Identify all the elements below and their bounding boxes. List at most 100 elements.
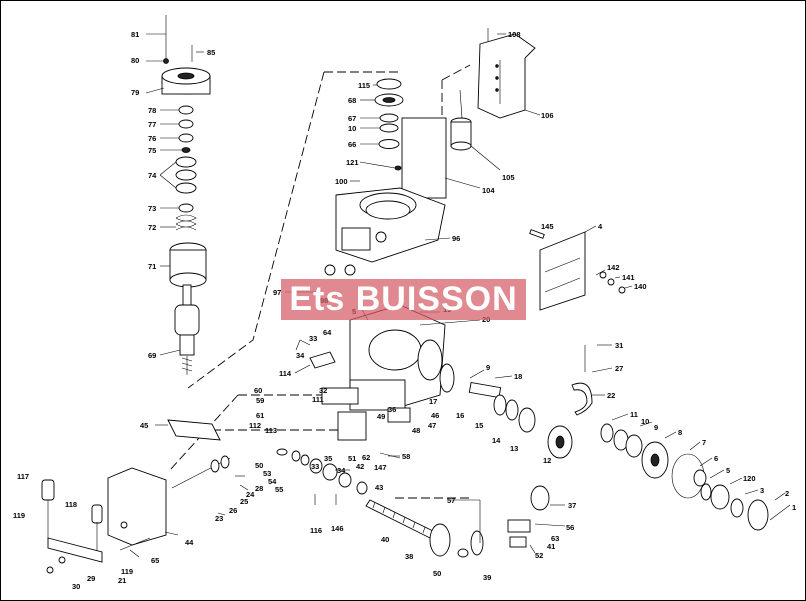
callout-9b: 9: [654, 423, 658, 432]
callout-2: 2: [785, 489, 789, 498]
callout-18: 18: [514, 372, 522, 381]
callout-33: 33: [309, 334, 317, 343]
callout-81: 81: [131, 30, 139, 39]
callout-64: 64: [323, 328, 332, 337]
callout-100: 100: [335, 177, 348, 186]
callout-65: 65: [151, 556, 159, 565]
watermark-text: Ets BUISSON: [289, 280, 518, 318]
callout-63: 63: [551, 534, 559, 543]
callout-5b: 5: [726, 466, 730, 475]
main-housing: [321, 187, 446, 441]
left-shaft-stack: [161, 15, 211, 375]
callout-76: 76: [148, 134, 156, 143]
callout-35: 35: [324, 454, 332, 463]
callout-73: 73: [148, 204, 156, 213]
callout-14: 14: [492, 436, 501, 445]
callout-50: 50: [255, 461, 263, 470]
callout-55: 55: [275, 485, 283, 494]
callout-8: 8: [678, 428, 682, 437]
callout-30: 30: [72, 582, 80, 591]
callout-142: 142: [607, 263, 620, 272]
callout-111: 111: [312, 395, 324, 404]
callout-54: 54: [268, 477, 277, 486]
callout-59: 59: [256, 396, 264, 405]
callout-leaders: [129, 33, 786, 558]
callout-141: 141: [622, 273, 635, 282]
callout-13: 13: [510, 444, 518, 453]
callout-31: 31: [615, 341, 623, 350]
callout-105: 105: [502, 173, 515, 182]
callout-53: 53: [263, 469, 271, 478]
callout-58: 58: [402, 452, 410, 461]
callout-108: 108: [508, 30, 521, 39]
callout-52: 52: [535, 551, 543, 560]
callout-78: 78: [148, 106, 156, 115]
callout-4: 4: [598, 222, 603, 231]
callout-147: 147: [374, 463, 387, 472]
callout-27: 27: [615, 364, 623, 373]
callout-114: 114: [279, 369, 292, 378]
callout-118: 118: [65, 500, 77, 509]
callout-74: 74: [148, 171, 157, 180]
callout-12: 12: [543, 456, 551, 465]
callout-29: 29: [87, 574, 95, 583]
callout-9: 9: [486, 363, 490, 372]
callout-57: 57: [447, 496, 455, 505]
callout-71: 71: [148, 262, 156, 271]
callout-112: 112: [249, 421, 261, 430]
callout-33b: 33: [311, 462, 319, 471]
side-plate-assembly: [529, 229, 626, 311]
callout-68: 68: [348, 96, 356, 105]
callout-43: 43: [375, 483, 383, 492]
callout-39: 39: [483, 573, 491, 582]
callout-120: 120: [743, 474, 756, 483]
callout-106: 106: [541, 111, 554, 120]
lower-left-levers: [41, 467, 167, 574]
callout-119b: 119: [121, 567, 133, 576]
callout-41: 41: [547, 542, 555, 551]
callout-28: 28: [255, 484, 263, 493]
callout-146: 146: [331, 524, 344, 533]
callout-140: 140: [634, 282, 647, 291]
callout-21: 21: [118, 576, 126, 585]
callout-22: 22: [607, 391, 615, 400]
callout-116: 116: [310, 526, 322, 535]
callout-79: 79: [131, 88, 139, 97]
callout-77: 77: [148, 120, 156, 129]
callout-104: 104: [482, 186, 495, 195]
callout-34: 34: [296, 351, 305, 360]
callout-75: 75: [148, 146, 156, 155]
callout-121: 121: [346, 158, 359, 167]
callout-46: 46: [431, 411, 439, 420]
callout-10: 10: [348, 124, 356, 133]
callout-119: 119: [13, 511, 25, 520]
callout-44: 44: [185, 538, 194, 547]
callout-7: 7: [702, 438, 706, 447]
callout-67: 67: [348, 114, 356, 123]
callout-117: 117: [17, 472, 29, 481]
callout-11: 11: [630, 410, 638, 419]
callout-23: 23: [215, 514, 223, 523]
callout-56: 56: [566, 523, 574, 532]
callout-38: 38: [405, 552, 413, 561]
callout-24: 24: [246, 490, 255, 499]
callout-10b: 10: [641, 417, 649, 426]
top-cover-assembly: [401, 28, 536, 199]
callout-97: 97: [273, 288, 281, 297]
callout-26: 26: [229, 506, 237, 515]
shift-rod-and-gears: [167, 339, 550, 558]
callout-15: 15: [475, 421, 483, 430]
callout-85: 85: [207, 48, 215, 57]
upper-bearing-stack: [374, 78, 404, 171]
callout-80: 80: [131, 56, 139, 65]
callout-37: 37: [568, 501, 576, 510]
callout-51: 51: [348, 454, 356, 463]
callout-61: 61: [256, 411, 264, 420]
callout-42: 42: [356, 462, 364, 471]
callout-3: 3: [760, 486, 764, 495]
callout-115: 115: [358, 81, 370, 90]
callout-6: 6: [714, 454, 718, 463]
callout-34b: 34: [337, 466, 346, 475]
callout-62: 62: [362, 453, 370, 462]
callout-25: 25: [240, 497, 248, 506]
